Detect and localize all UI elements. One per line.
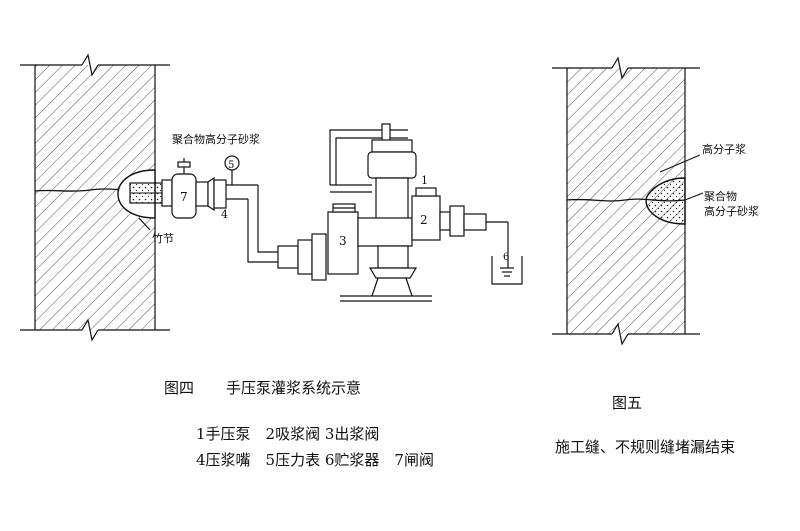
pressure-pipe <box>257 185 278 253</box>
pump-outlet-valve <box>277 233 327 281</box>
label-mix-line2: 高分子砂浆 <box>704 204 759 218</box>
figure-4-legend-line2: 4压浆嘴 5压力表 6贮浆器 7闸阀 <box>196 451 434 469</box>
label-polymer-slurry: 高分子浆 <box>702 142 746 156</box>
label-polymer-grout: 聚合物高分子砂浆 <box>172 132 260 146</box>
gate-valve <box>138 158 258 231</box>
figure-4 <box>20 53 523 342</box>
figure-5-labels: 高分子浆 聚合物 高分子砂浆 <box>702 142 759 218</box>
figure-4-labels: 聚合物高分子砂浆 竹节 7 5 4 3 2 1 6 <box>152 132 509 263</box>
label-4: 4 <box>221 208 228 221</box>
grout-reservoir <box>491 222 523 285</box>
figure-5-number: 图五 <box>612 394 643 412</box>
figure-4-legend-line1: 1手压泵 2吸浆阀 3出浆阀 <box>196 425 380 443</box>
label-3: 3 <box>339 234 347 248</box>
label-bamboo-joint: 竹节 <box>152 231 174 245</box>
figure-4-title: 手压泵灌浆系统示意 <box>226 379 362 397</box>
figure-4-number: 图四 <box>164 379 195 397</box>
label-5: 5 <box>228 160 234 171</box>
repair-plug <box>645 177 686 225</box>
figure-5 <box>552 56 704 346</box>
label-6: 6 <box>503 252 509 263</box>
figure-5-title: 施工缝、不规则缝堵漏结束 <box>555 438 736 456</box>
suction-valve-2 <box>411 187 508 241</box>
outlet-valve-3 <box>327 203 359 275</box>
hand-pump <box>329 123 432 302</box>
label-1: 1 <box>421 174 428 187</box>
label-7: 7 <box>180 190 188 204</box>
label-2: 2 <box>420 213 428 227</box>
label-mix-line1: 聚合物 <box>704 189 737 203</box>
